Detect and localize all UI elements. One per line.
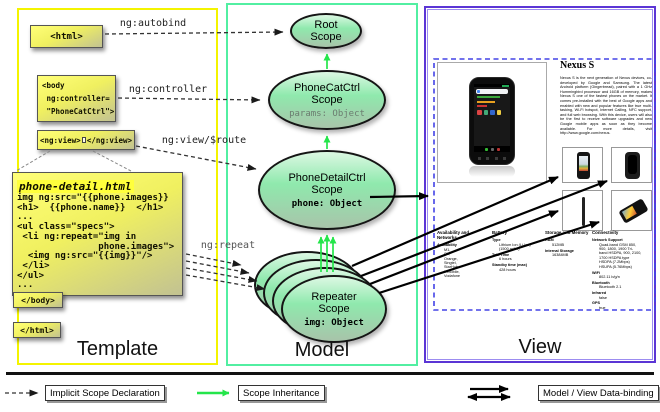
code-line: <h1> {{phone.name}} </h1> (17, 202, 164, 213)
thumbnail-phone-side-icon (582, 197, 585, 226)
nexus-phone-image (469, 77, 515, 165)
phone-app-icons (477, 110, 507, 115)
view-placeholder-icon (81, 137, 86, 143)
code-line: </li> (17, 260, 50, 271)
phone-bar-green (477, 96, 501, 98)
spec-value: 512MB (552, 242, 565, 247)
spec-heading: Connectivity (592, 230, 619, 235)
product-description: Nexus S is the next generation of Nexus … (560, 76, 652, 136)
code-lines: img ng:src="{{phone.images}}<h1> {{phone… (17, 193, 178, 291)
spec-value: false (599, 295, 608, 300)
code-line: img ng:src="{{phone.images}} (17, 193, 169, 203)
code-box-title: phone-detail.html (17, 180, 134, 193)
repeater-scope-ellipse: Repeater Scope img: Object (281, 275, 387, 343)
repeater-label-line1: Repeater (311, 290, 357, 303)
phonecat-params-property: params: Object (289, 108, 365, 119)
phonedetail-label-line1: PhoneDetailCtrl (288, 171, 366, 184)
model-column-label: Model (294, 339, 350, 361)
phone-reflection (469, 166, 515, 177)
legend-scope-inheritance: Scope Inheritance (238, 385, 325, 401)
phone-thumbnail-3 (562, 190, 603, 231)
code-line: <img ng:src="{{img}}"/> (17, 251, 153, 262)
phone-searchbar (476, 89, 508, 94)
code-line: phone.images"> (17, 241, 175, 252)
spec-heading: Storage and Memory (545, 230, 589, 235)
html-close-tag-box: </html> (13, 322, 61, 338)
phone-screen (474, 84, 510, 152)
product-title: Nexus S (560, 60, 595, 71)
phonedetail-phone-property: phone: Object (291, 198, 363, 209)
ng-view-tag-box: <ng:view> </ng:view> (37, 130, 135, 150)
spec-value: 16384MB (552, 252, 569, 257)
code-line: <li ng:repeat="img in (17, 231, 137, 242)
root-scope-label-line2: Scope (310, 31, 342, 43)
spec-value: true (599, 305, 606, 310)
code-line: <ul class="specs"> (17, 222, 115, 233)
legend-divider-line (6, 372, 654, 375)
phonecat-label-line2: Scope (311, 93, 343, 106)
ng-view-route-label: ng:view/$route (161, 135, 247, 146)
body-tag-line: ng:controller= (42, 94, 110, 103)
phone-detail-code-box: phone-detail.html img ng:src="{{phone.im… (12, 172, 183, 297)
ng-view-open-text: <ng:view> (40, 135, 81, 145)
code-line: ... (17, 212, 34, 223)
phonecat-label-line1: PhoneCatCtrl (293, 81, 361, 94)
body-tag-line: <body (42, 81, 65, 90)
phone-buttons (478, 157, 506, 160)
ng-repeat-label: ng:repeat (200, 240, 256, 251)
code-line: </ul> (17, 270, 45, 281)
spec-value: (1500 mAH) (499, 247, 520, 252)
thumbnail-phone-angled-icon (618, 198, 649, 224)
repeater-label-line2: Scope (318, 302, 350, 315)
phone-thumbnail-1 (562, 147, 603, 183)
phonedetail-label-line2: Scope (311, 183, 343, 196)
root-scope-label-line1: Root (314, 19, 338, 31)
ng-autobind-label: ng:autobind (119, 18, 187, 29)
body-close-tag-box: </body> (13, 292, 63, 308)
legend-model-view-data-binding: Model / View Data-binding (538, 385, 659, 401)
spec-value: Vodafone (444, 274, 461, 279)
template-column-label: Template (76, 338, 159, 360)
phonecatctrl-scope-ellipse: PhoneCatCtrl Scope params: Object (268, 70, 386, 130)
spec-value: Bluetooth 2.1 (599, 285, 622, 290)
phone-dock (474, 146, 510, 152)
spec-value: 802.11 b/g/n (599, 274, 620, 279)
spec-value: 428 hours (499, 267, 516, 272)
spec-value: HSUPA (5.76Mbps) (599, 264, 632, 269)
code-line: ... (17, 280, 34, 291)
root-scope-ellipse: Root Scope (290, 13, 362, 49)
body-open-tag-box: <body ng:controller= "PhoneCatCtrl"> (37, 75, 116, 122)
ng-view-close-text: </ng:view> (86, 135, 132, 145)
phone-main-image-box (437, 62, 547, 183)
phone-statusbar (474, 84, 510, 87)
phonedetailctrl-scope-ellipse: PhoneDetailCtrl Scope phone: Object (258, 150, 396, 230)
spec-heading: Battery (492, 230, 508, 235)
view-column-label: View (518, 336, 562, 358)
phone-thumbnail-2 (611, 147, 652, 183)
thumbnail-phone-back-icon (625, 152, 640, 179)
phone-thumbnail-4 (611, 190, 652, 231)
ng-controller-label: ng:controller (128, 84, 208, 95)
html-open-tag-box: <html> (30, 25, 103, 48)
thumbnail-phone-front-icon (577, 152, 590, 179)
repeater-img-property: img: Object (304, 317, 364, 328)
spec-value: 6 hours (499, 257, 512, 262)
legend-implicit-scope-declaration: Implicit Scope Declaration (45, 385, 165, 401)
spec-heading: Availability and Networks (437, 230, 470, 241)
phone-bar-red (477, 105, 488, 107)
body-tag-line: "PhoneCatCtrl"> (42, 107, 115, 116)
phone-bar-orange (477, 100, 495, 103)
